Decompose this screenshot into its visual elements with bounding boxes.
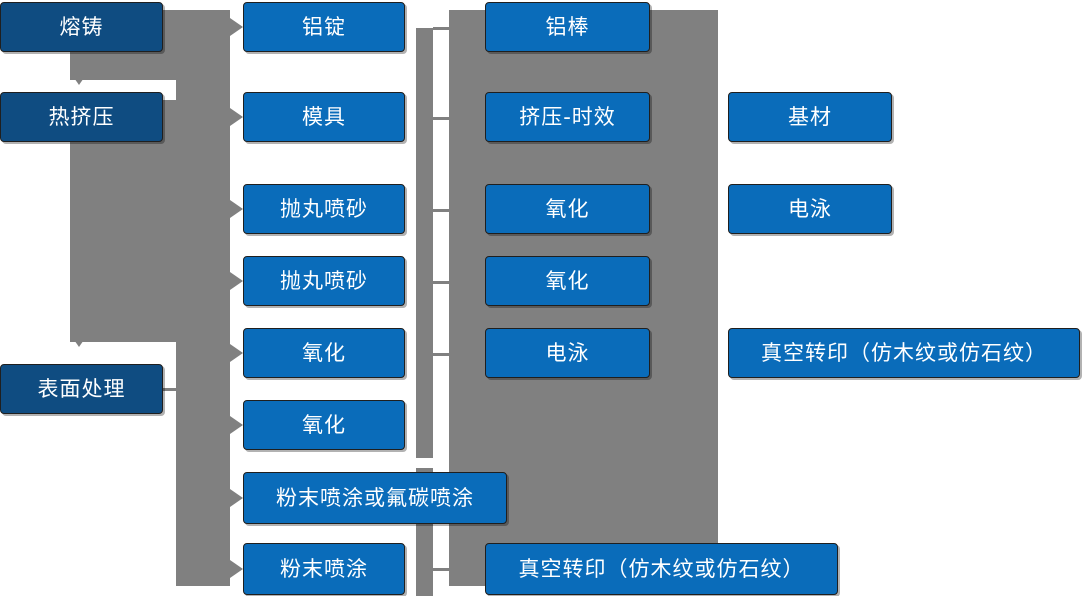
arrow-to-out-3-icon xyxy=(702,346,713,360)
stage-label: 表面处理 xyxy=(37,376,126,401)
arrow-to-op-4-icon xyxy=(230,272,243,290)
operation-label: 粉末喷涂 xyxy=(280,556,368,581)
arrow-down-stage3-icon xyxy=(70,334,88,347)
operation-box-shot-blasting-2[interactable]: 抛丸喷砂 xyxy=(243,256,405,306)
arrow-to-op-8-icon xyxy=(230,560,243,578)
stage-box-melting-casting[interactable]: 熔铸 xyxy=(0,2,163,52)
arrow-to-out-2-icon xyxy=(702,202,713,216)
arrow-to-op-7-icon xyxy=(230,489,243,507)
operation-label: 铝锭 xyxy=(302,14,346,39)
output-label: 真空转印（仿木纹或仿石纹） xyxy=(761,340,1047,365)
treatment-box-oxidation-1[interactable]: 氧化 xyxy=(485,184,650,234)
stage-label: 熔铸 xyxy=(59,14,104,39)
operation-box-mold[interactable]: 模具 xyxy=(243,92,405,142)
operation-box-oxidation-2[interactable]: 氧化 xyxy=(243,400,405,450)
operation-box-powder-coating[interactable]: 粉末喷涂 xyxy=(243,543,405,595)
operation-box-oxidation-1[interactable]: 氧化 xyxy=(243,328,405,378)
output-box-vacuum-transfer-printing[interactable]: 真空转印（仿木纹或仿石纹） xyxy=(728,328,1080,378)
treatment-box-aluminum-bar[interactable]: 铝棒 xyxy=(485,2,650,52)
operation-box-aluminum-ingot[interactable]: 铝锭 xyxy=(243,2,405,52)
connector-stage3-stub xyxy=(163,388,185,391)
arrow-to-out-1-icon xyxy=(702,110,713,124)
arrow-to-op-3-icon xyxy=(230,200,243,218)
connector-tick-5 xyxy=(433,353,449,356)
treatment-label: 氧化 xyxy=(545,268,590,293)
connector-tick-4 xyxy=(433,281,449,284)
operation-box-shot-blasting-1[interactable]: 抛丸喷砂 xyxy=(243,184,405,234)
treatment-box-oxidation-2[interactable]: 氧化 xyxy=(485,256,650,306)
connector-tick-2 xyxy=(433,117,449,120)
arrow-down-stage2-icon xyxy=(70,72,88,85)
stage-box-hot-extrusion[interactable]: 热挤压 xyxy=(0,92,163,142)
operation-label: 抛丸喷砂 xyxy=(280,268,368,293)
arrow-to-op-1-icon xyxy=(230,18,243,36)
treatment-box-vacuum-transfer-printing[interactable]: 真空转印（仿木纹或仿石纹） xyxy=(485,543,838,595)
treatment-box-extrusion-aging[interactable]: 挤压-时效 xyxy=(485,92,650,142)
output-box-electrophoresis[interactable]: 电泳 xyxy=(728,184,892,234)
treatment-label: 挤压-时效 xyxy=(519,104,616,129)
output-label: 电泳 xyxy=(788,196,832,221)
operation-box-powder-or-fluorocarbon-coating[interactable]: 粉末喷涂或氟碳喷涂 xyxy=(243,472,507,524)
treatment-label: 电泳 xyxy=(545,340,590,365)
connector-trunk-operations xyxy=(176,10,230,586)
operation-label: 粉末喷涂或氟碳喷涂 xyxy=(276,485,474,510)
output-label: 基材 xyxy=(788,104,832,129)
treatment-box-electrophoresis[interactable]: 电泳 xyxy=(485,328,650,378)
arrow-to-op-6-icon xyxy=(230,416,243,434)
treatment-label: 真空转印（仿木纹或仿石纹） xyxy=(518,556,805,581)
arrow-to-op-2-icon xyxy=(230,108,243,126)
operation-label: 氧化 xyxy=(302,412,346,437)
operation-label: 模具 xyxy=(302,104,346,129)
connector-tick-1 xyxy=(433,27,449,30)
output-box-substrate[interactable]: 基材 xyxy=(728,92,892,142)
arrow-to-op-5-icon xyxy=(230,344,243,362)
operation-label: 氧化 xyxy=(302,340,346,365)
operation-label: 抛丸喷砂 xyxy=(280,196,368,221)
treatment-label: 铝棒 xyxy=(545,14,590,39)
treatment-label: 氧化 xyxy=(545,196,590,221)
connector-tick-3 xyxy=(433,209,449,212)
stage-label: 热挤压 xyxy=(48,104,115,129)
connector-riser-left-upper xyxy=(416,28,433,458)
stage-box-surface-treatment[interactable]: 表面处理 xyxy=(0,364,163,414)
connector-tick-6 xyxy=(433,568,449,571)
